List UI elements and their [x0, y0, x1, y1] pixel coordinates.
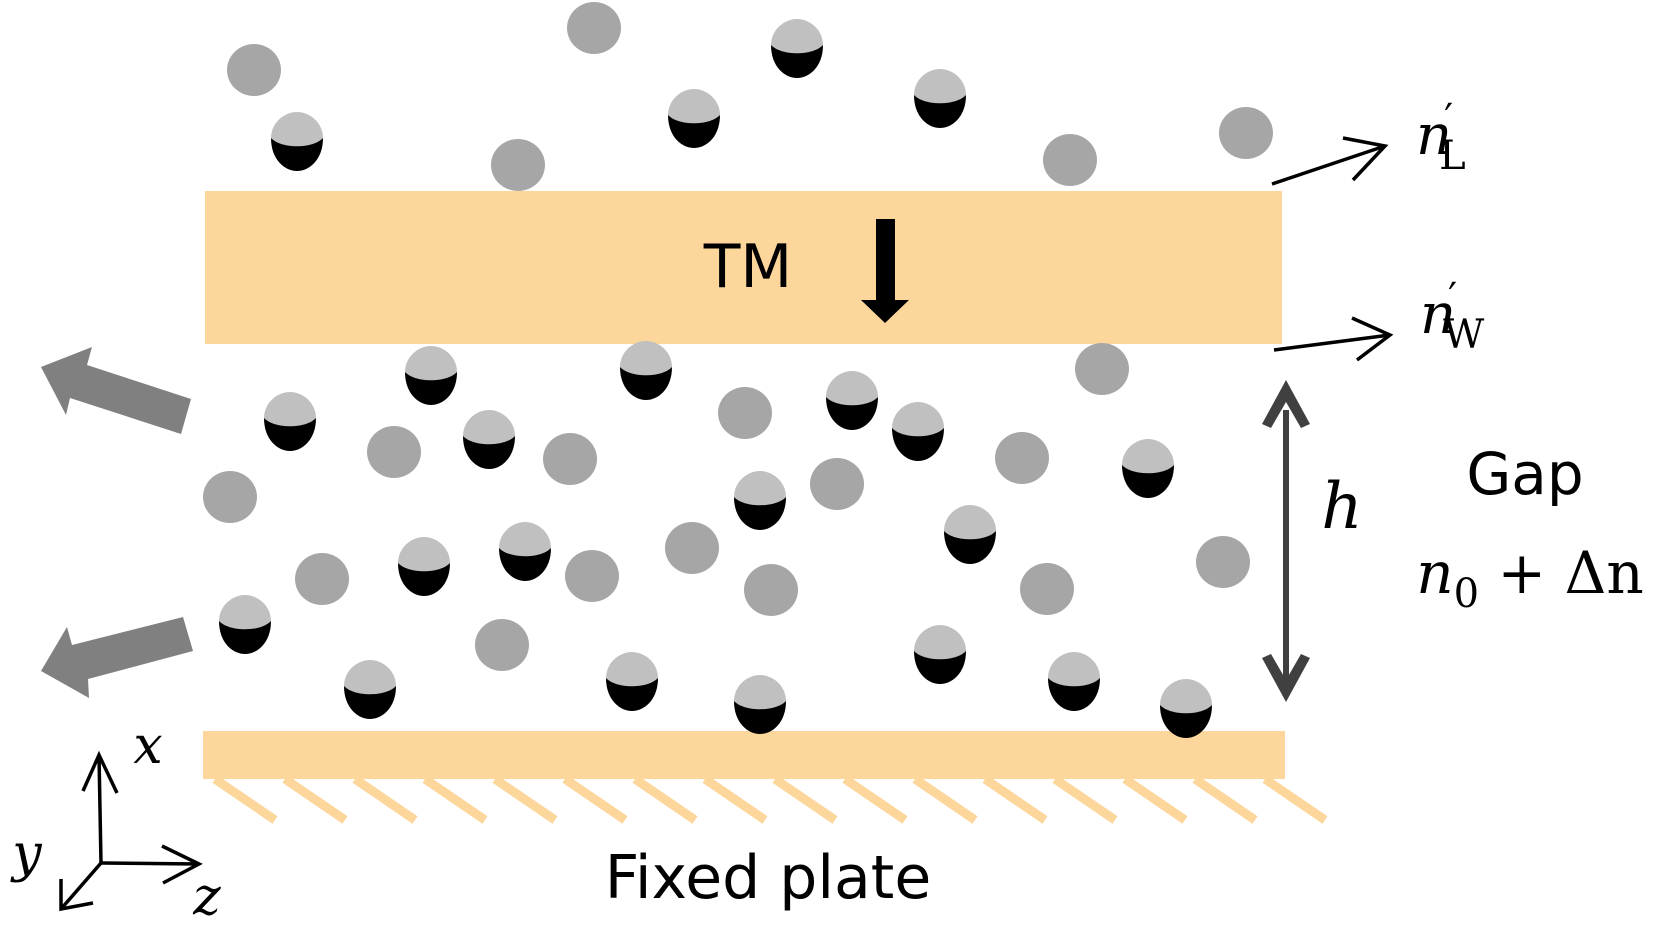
axis-y-label: y	[10, 824, 42, 884]
n-W-label: n′W	[1420, 275, 1484, 358]
test-mass-plate	[205, 191, 1282, 344]
axis-z-label: z	[192, 867, 221, 926]
n-L-label: n′L	[1416, 96, 1466, 179]
gas-molecule-half	[1122, 439, 1174, 498]
gas-molecule	[203, 471, 257, 523]
gas-molecule-half	[826, 371, 878, 430]
hatch-line	[1192, 775, 1258, 824]
y-axis-arrowhead	[59, 879, 94, 912]
gas-molecule-half	[1160, 679, 1212, 738]
gas-molecule-half	[944, 505, 996, 564]
momentum-arrowhead-W	[1351, 316, 1394, 362]
gas-molecule-half	[1048, 652, 1100, 711]
hatch-line	[212, 775, 278, 824]
hatch-line	[982, 775, 1048, 824]
gas-molecule	[1020, 563, 1074, 615]
gas-molecule-half	[892, 402, 944, 461]
hatch-line	[282, 775, 348, 824]
gas-molecule-half	[264, 392, 316, 451]
hatch-line	[842, 775, 908, 824]
motion-down-arrow	[861, 219, 909, 323]
gas-molecule	[565, 550, 619, 602]
gas-molecule	[491, 139, 545, 191]
hatch-line	[562, 775, 628, 824]
gas-molecule-half	[734, 675, 786, 734]
hatch-line	[422, 775, 488, 824]
gas-molecule	[227, 44, 281, 96]
gas-molecule	[1196, 536, 1250, 588]
gas-molecule-half	[499, 522, 551, 581]
gas-molecule	[367, 426, 421, 478]
gas-molecule-half	[606, 652, 658, 711]
z-axis-line	[100, 861, 200, 866]
gas-molecule-half	[771, 19, 823, 78]
gas-molecule-half	[463, 410, 515, 469]
gap-title: Gap	[1466, 440, 1583, 508]
test-mass-label: TM	[703, 232, 792, 302]
gas-molecule-half	[620, 341, 672, 400]
gas-molecule	[567, 2, 621, 54]
fixed-plate-hatching	[212, 775, 1328, 824]
gas-molecule	[810, 458, 864, 510]
gas-molecule	[665, 522, 719, 574]
fixed-plate	[203, 731, 1285, 779]
coordinate-axes	[59, 750, 203, 912]
hatch-line	[702, 775, 768, 824]
gas-molecule	[1075, 343, 1129, 395]
gap-height-label: h	[1321, 470, 1362, 544]
gas-molecule	[995, 432, 1049, 484]
gas-molecule-half	[734, 471, 786, 530]
hatch-line	[1122, 775, 1188, 824]
gas-molecule-half	[344, 660, 396, 719]
gas-molecule	[475, 619, 529, 671]
gas-molecule-half	[219, 595, 271, 654]
outflow-arrow-upper	[41, 347, 191, 434]
gas-molecule	[543, 433, 597, 485]
gas-molecule	[295, 553, 349, 605]
gas-molecules	[203, 2, 1273, 738]
hatch-line	[492, 775, 558, 824]
gas-molecule-half	[914, 69, 966, 128]
z-axis-arrowhead	[161, 844, 203, 885]
gap-refractive-index: n0 + Δn	[1416, 539, 1644, 617]
momentum-arrow-W	[1273, 333, 1391, 352]
x-axis-line	[97, 754, 103, 864]
momentum-arrowhead-L	[1342, 136, 1389, 182]
gas-molecule-half	[914, 625, 966, 684]
momentum-arrow-L	[1271, 144, 1386, 186]
gas-molecule	[718, 387, 772, 439]
gas-molecule-half	[271, 112, 323, 171]
fixed-plate-label: Fixed plate	[605, 843, 932, 913]
gas-molecule-half	[405, 346, 457, 405]
y-axis-line	[59, 861, 103, 911]
hatch-line	[1262, 775, 1328, 824]
gap-height-arrow	[1262, 380, 1310, 702]
x-axis-arrowhead	[81, 750, 119, 794]
gas-molecule	[1043, 134, 1097, 186]
gas-molecule	[1219, 107, 1273, 159]
axis-x-label: x	[133, 716, 162, 776]
gas-molecule-half	[398, 537, 450, 596]
hatch-line	[352, 775, 418, 824]
hatch-line	[1052, 775, 1118, 824]
hatch-line	[632, 775, 698, 824]
hatch-line	[772, 775, 838, 824]
outflow-arrow-lower	[41, 617, 193, 698]
hatch-line	[912, 775, 978, 824]
gas-molecule	[744, 564, 798, 616]
gas-molecule-half	[668, 89, 720, 148]
